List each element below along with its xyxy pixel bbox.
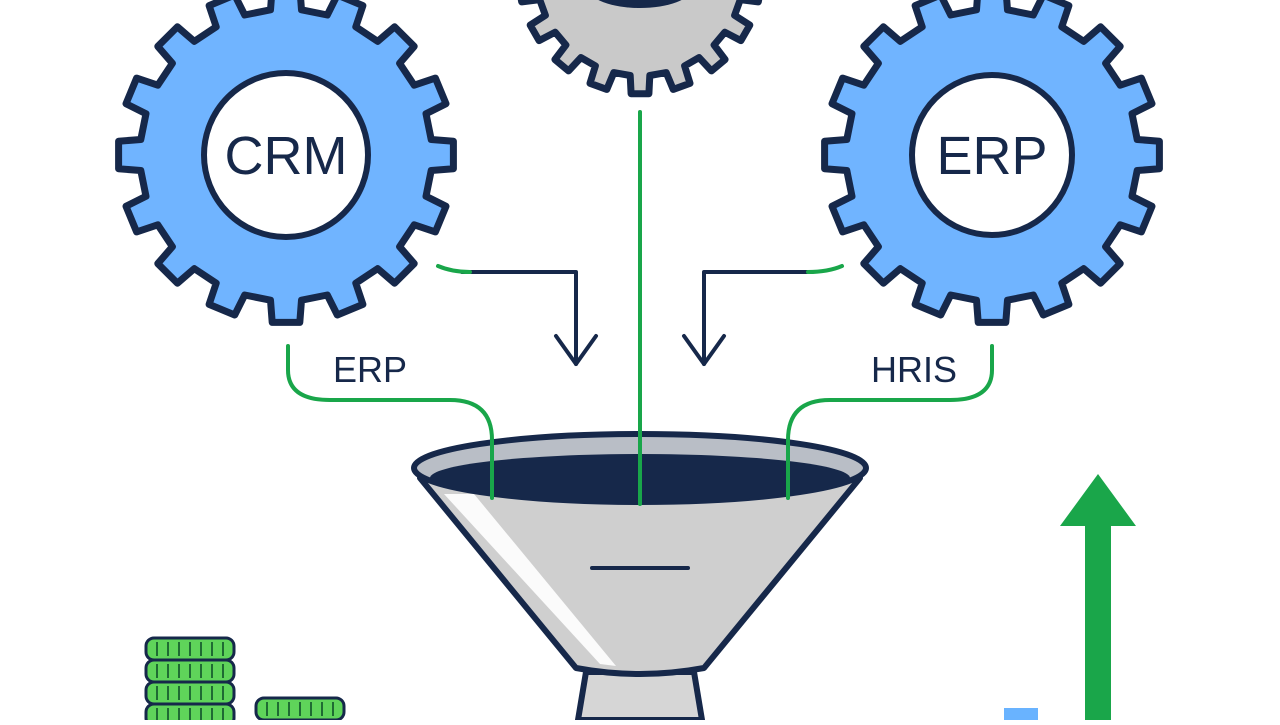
coin-stack-icon [144, 636, 346, 725]
center-gear-icon [517, 0, 763, 98]
flow-label-right: HRIS [871, 349, 957, 390]
connector-right-top [806, 264, 844, 274]
connector-ends [490, 428, 790, 506]
center-gear-body [517, 0, 763, 98]
connector-left [286, 344, 494, 500]
crm-gear-center [201, 70, 371, 240]
left-flow-arrow-icon [460, 270, 598, 366]
funnel-highlight [444, 494, 616, 666]
bar-icon [1004, 708, 1038, 720]
crm-gear-icon: CRM [115, 0, 457, 326]
crm-gear-label: CRM [225, 126, 348, 186]
erp-gear-label: ERP [936, 126, 1047, 186]
funnel-cone [417, 475, 863, 677]
connector-right [786, 344, 994, 500]
connector-left-top [436, 264, 472, 274]
growth-arrow-icon [1060, 474, 1136, 720]
center-gear-hub [598, 0, 682, 8]
flow-label-left: ERP [333, 349, 407, 390]
erp-gear-center [909, 72, 1075, 238]
erp-gear-icon: ERP [821, 0, 1163, 326]
funnel-stem [575, 669, 705, 723]
right-flow-arrow-icon [682, 270, 814, 366]
